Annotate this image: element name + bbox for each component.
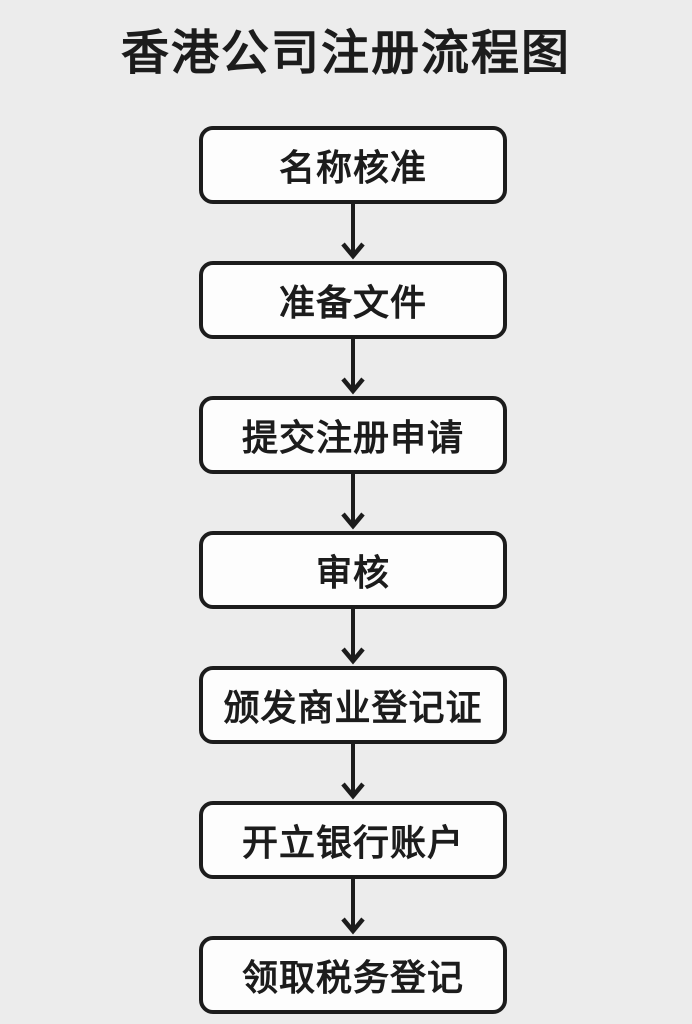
flow-column: 名称核准 准备文件 提交注册申请 审核 颁发商业登记证 [199,126,507,1014]
down-arrow-icon [341,204,365,260]
flow-step-label: 准备文件 [278,282,427,323]
flow-step-label: 领取税务登记 [241,957,464,998]
flow-step-label: 审核 [315,552,390,593]
down-arrow-icon [341,609,365,665]
flow-step-label: 提交注册申请 [241,417,464,458]
page-title: 香港公司注册流程图 [120,27,572,80]
flow-step-name-approval: 名称核准 [199,126,507,204]
flow-step-obtain-tax-registration: 领取税务登记 [199,936,507,1014]
down-arrow-icon [341,744,365,800]
flow-step-review: 审核 [199,531,507,609]
flow-step-label: 开立银行账户 [241,822,464,863]
down-arrow-icon [341,339,365,395]
flow-step-submit-registration-application: 提交注册申请 [199,396,507,474]
flow-step-issue-business-registration-certificate: 颁发商业登记证 [199,666,507,744]
down-arrow-icon [341,879,365,935]
flow-step-prepare-documents: 准备文件 [199,261,507,339]
flow-step-label: 名称核准 [278,147,427,188]
flow-step-open-bank-account: 开立银行账户 [199,801,507,879]
down-arrow-icon [341,474,365,530]
flow-step-label: 颁发商业登记证 [223,687,483,728]
